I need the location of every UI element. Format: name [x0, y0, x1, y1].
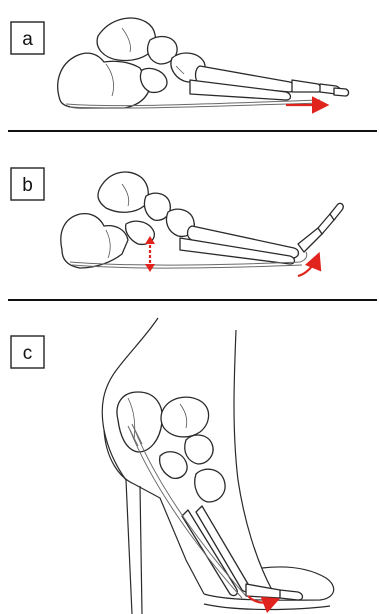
panel-a-label: a [11, 22, 44, 54]
panel-c-label-text: c [23, 343, 33, 364]
foot-skeleton-arched [61, 172, 343, 268]
panel-c-label: c [11, 336, 44, 368]
panel-b: b [11, 168, 343, 276]
panel-a: a [11, 18, 349, 108]
panel-c: c [11, 318, 334, 614]
foot-skeleton-high-heel [117, 392, 303, 600]
panel-a-label-text: a [22, 29, 33, 50]
toe-dorsiflexion-arrow [298, 256, 318, 276]
foot-skeleton-flat [58, 18, 349, 108]
panel-b-label-text: b [22, 175, 33, 196]
panel-b-label: b [11, 168, 44, 200]
